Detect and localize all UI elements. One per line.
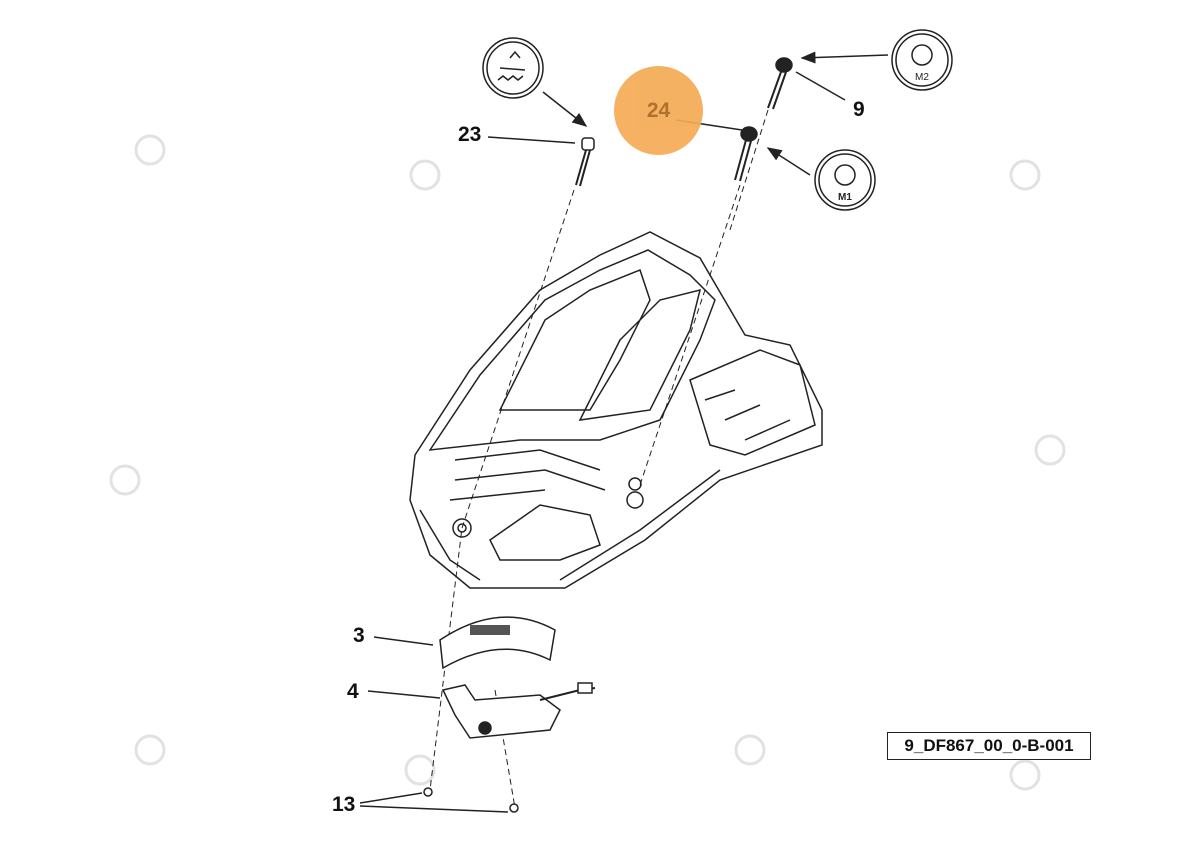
callout-9[interactable]: 9 [853, 98, 865, 121]
highlight-24[interactable]: 24 [614, 66, 703, 155]
hood-part [409, 231, 823, 589]
screw-13a [423, 787, 433, 797]
m1-icon [814, 149, 876, 211]
part-4 [441, 682, 596, 739]
callout-4[interactable]: 4 [347, 680, 359, 703]
bolt-23 [575, 137, 595, 187]
reference-code: 9_DF867_00_0-B-001 [887, 732, 1091, 760]
m2-icon [891, 29, 953, 91]
m1-label: M1 [838, 192, 852, 203]
callout-23[interactable]: 23 [458, 123, 482, 146]
water-pump-icon [482, 37, 544, 99]
callout-3[interactable]: 3 [353, 624, 365, 647]
callout-24[interactable]: 24 [646, 99, 671, 122]
bolt-9 [767, 57, 793, 110]
m2-label: M2 [915, 72, 929, 83]
screw-13b [509, 803, 519, 813]
bolt-24 [734, 126, 758, 182]
part-3 [439, 616, 556, 670]
watermark-logos [109, 134, 1066, 791]
callout-13[interactable]: 13 [332, 793, 356, 816]
